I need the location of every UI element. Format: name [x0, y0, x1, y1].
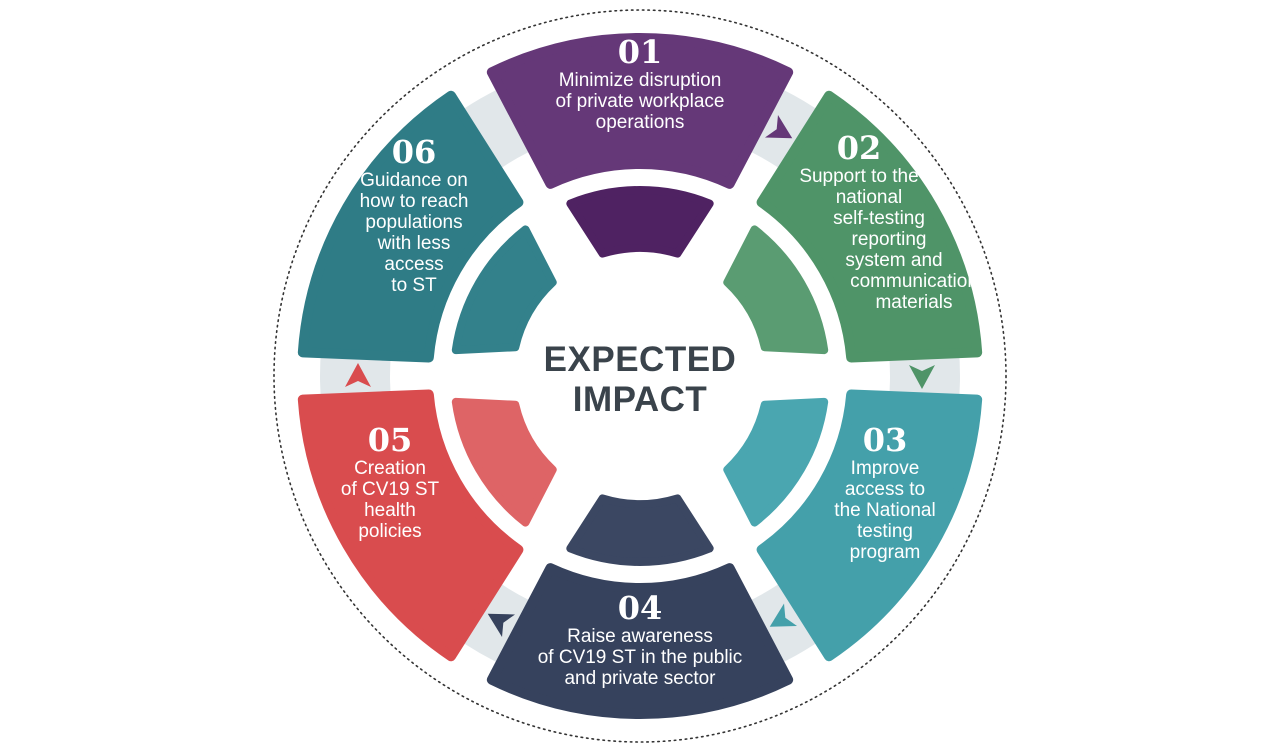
segment-number: 04 [617, 589, 663, 627]
segment-06-outer [297, 90, 524, 363]
segment-text: Minimize disruption [558, 70, 722, 91]
segment-05-label: 05 Creation of CV19 ST health policies [341, 422, 439, 542]
segment-02-label: 02 Support to the national self-testing … [770, 130, 978, 313]
center-title: EXPECTED IMPACT [544, 340, 737, 420]
segment-text: Creation [354, 458, 426, 479]
segment-06-label: 06 Guidance on how to reach populations … [360, 134, 469, 296]
segment-text: program [849, 542, 921, 563]
segment-01-inner [566, 186, 714, 258]
arrow-icon [909, 365, 935, 389]
arrow-icon [769, 603, 798, 627]
center-title-line: EXPECTED [543, 340, 737, 379]
segment-number: 02 [836, 129, 882, 167]
arrow-icon [345, 363, 371, 387]
segment-number: 03 [862, 421, 908, 459]
segment-04-label: 04 Raise awareness of CV19 ST in the pub… [538, 590, 743, 689]
segment-text: how to reach [359, 191, 469, 212]
segment-text: Raise awareness [567, 626, 713, 647]
segment-text: access to [844, 479, 926, 500]
segment-text: self-testing [833, 208, 925, 229]
dotted-outer-circle [273, 9, 1007, 743]
segment-text: to ST [391, 275, 437, 296]
segment-text: with less [377, 233, 451, 254]
segment-02-inner [723, 225, 829, 355]
segment-text: of CV19 ST [340, 479, 440, 500]
segment-02-outer [756, 90, 983, 363]
segment-03-inner [723, 397, 829, 527]
segment-01-label: 01 Minimize disruption of private workpl… [556, 34, 725, 133]
segment-text: communication [850, 271, 978, 292]
segment-text: Guidance on [360, 170, 468, 191]
segment-text: system and [845, 250, 943, 271]
segment-text: health [364, 500, 416, 521]
segment-text: reporting [851, 229, 927, 250]
segment-text: populations [365, 212, 463, 233]
segment-06-inner [451, 225, 557, 355]
arrow-icon [487, 613, 516, 637]
segment-03-label: 03 Improve access to the National testin… [834, 422, 935, 563]
segment-04-outer [486, 563, 794, 719]
segment-text: the National [834, 500, 936, 521]
segment-number: 05 [367, 421, 413, 459]
segment-text: national [835, 187, 903, 208]
segment-text: Support to the [799, 166, 919, 187]
arrow-icon [764, 115, 793, 139]
segment-text: policies [358, 521, 422, 542]
segment-text: access [384, 254, 444, 275]
segment-text: of private workplace [555, 91, 725, 112]
segment-05-inner [451, 397, 557, 527]
segment-text: and private sector [564, 668, 716, 689]
segment-text: testing [857, 521, 913, 542]
segment-number: 06 [391, 133, 437, 171]
segment-text: materials [875, 292, 953, 313]
segment-03-outer [756, 389, 983, 662]
segment-text: of CV19 ST in the public [537, 647, 743, 668]
segment-01-outer [486, 33, 794, 189]
segment-05-outer [297, 389, 524, 662]
segment-text: operations [595, 112, 685, 133]
segment-04-inner [566, 494, 714, 566]
segment-text: Improve [850, 458, 920, 479]
segment-number: 01 [617, 33, 663, 71]
center-title-line: IMPACT [572, 380, 708, 419]
